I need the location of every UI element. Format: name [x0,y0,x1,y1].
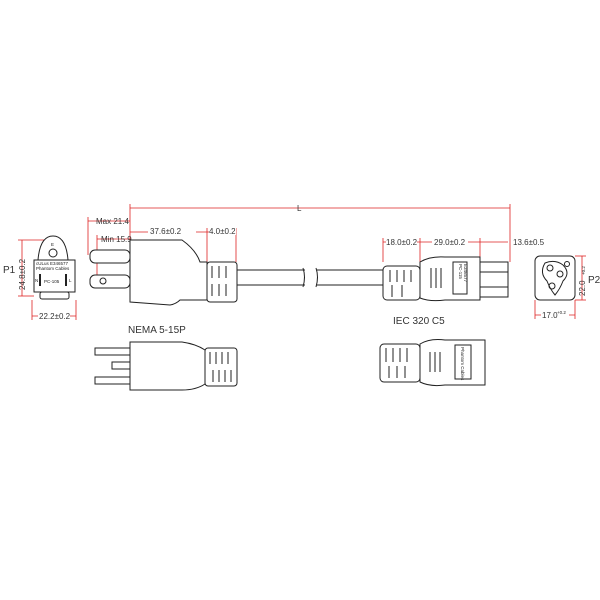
c5-body-dim: 29.0±0.2 [434,238,466,247]
prong-dimensions: Max 21.4 Min 15.9 37.6±0.2 4.0±0.2 [87,217,237,280]
c5-cert-text: E346577 [463,264,468,283]
p2-width-tol: +0.2 [557,310,566,315]
c5-relief-dim: 18.0±0.2 [386,238,418,247]
max-prong-label: Max 21.4 [96,217,129,226]
c5-connector-side-view: IEC 320 C5 Phantom Cables [379,316,486,387]
cert-text: cULus E346577 [36,261,69,266]
min-prong-label: Min 15.9 [101,235,132,244]
p2-front-view: 22.0 +0.2 P2 17.0 +0.2 [534,255,600,320]
ground-label: E [51,242,54,247]
plug-body-dim: 37.6±0.2 [150,227,182,236]
brand-text: Phantom Cables [36,266,70,271]
c5-connector-top-view: 18.0±0.2 29.0±0.2 13.6±0.5 PC-115 E34657… [382,236,545,302]
c5-model-text: PC-115 [458,264,463,279]
neutral-label: N [35,278,38,283]
model-text: PC-105 [44,279,60,284]
plug-top-view [89,239,384,306]
p1-width-dim: 22.2±0.2 [39,312,71,321]
iec-label: IEC 320 C5 [393,316,445,327]
p2-height-dim: 22.0 [578,280,587,296]
p1-height-dim: 24.8±0.2 [18,258,27,290]
p1-label: P1 [3,265,16,276]
c5-brand-text: Phantom Cables [460,347,465,381]
p1-front-view: 24.8±0.2 P1 E cULus E346577 Phantom Cabl… [3,235,77,321]
plug-relief-dim: 4.0±0.2 [209,227,236,236]
length-label: L [297,204,302,213]
p2-label: P2 [588,275,600,286]
nema-plug-side-view: NEMA 5-15P [94,325,238,391]
p2-width-dim: 17.0 [542,311,558,320]
line-label: L [69,278,72,283]
nema-label: NEMA 5-15P [128,325,186,336]
p2-height-tol: +0.2 [581,266,586,275]
c5-tip-dim: 13.6±0.5 [513,238,545,247]
